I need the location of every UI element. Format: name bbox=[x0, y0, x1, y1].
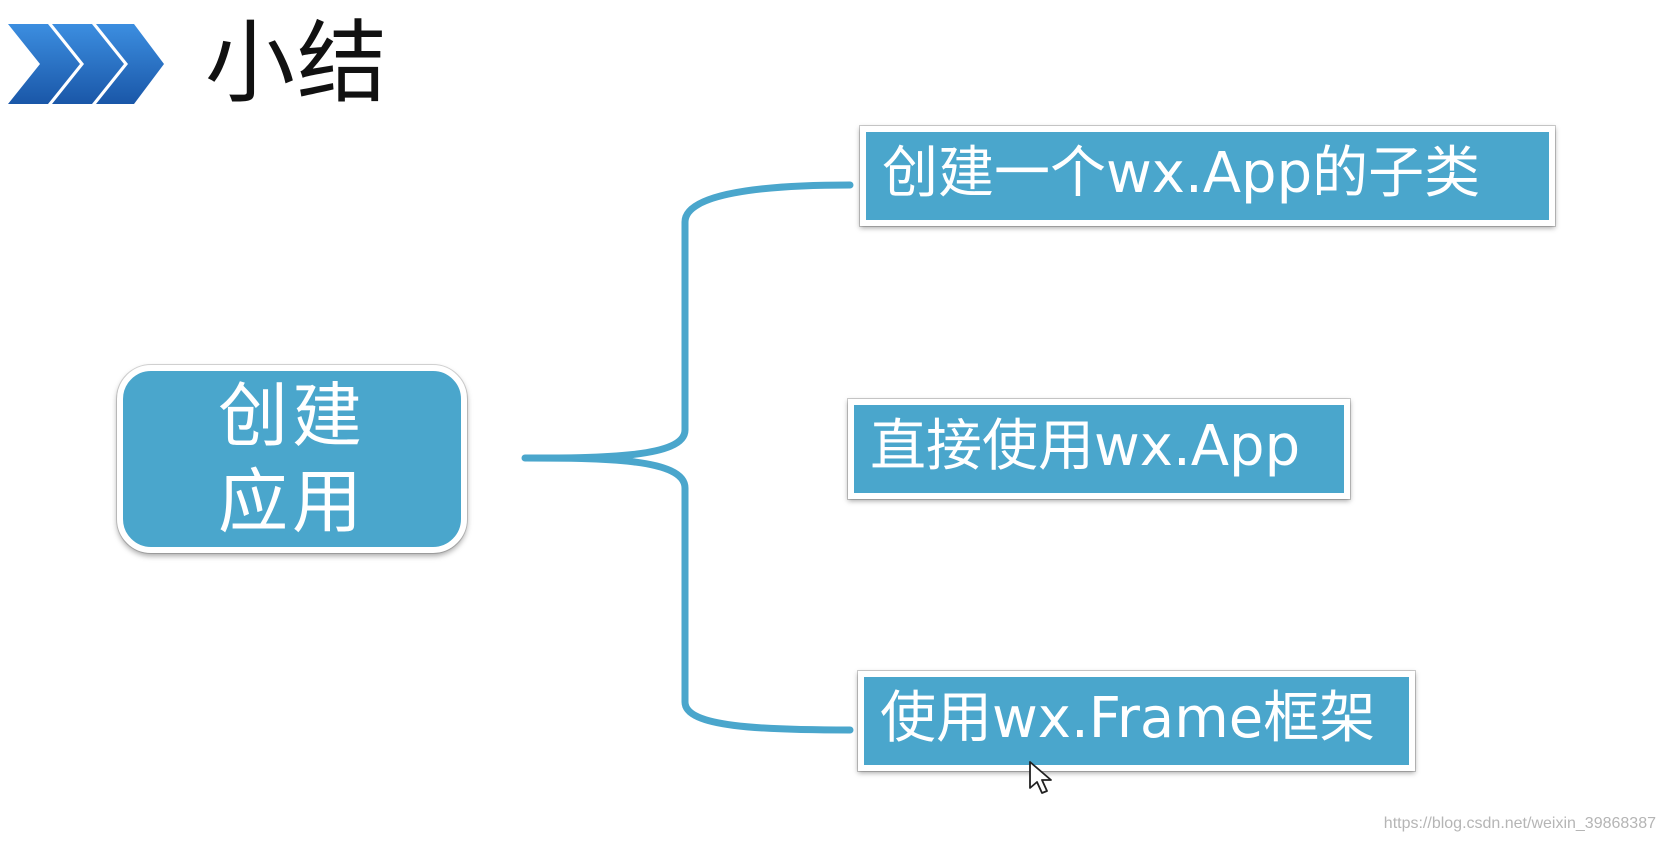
branch-node-use-app-directly: 直接使用wx.App bbox=[848, 399, 1350, 499]
root-node-create-app: 创建 应用 bbox=[117, 365, 467, 553]
branch-node-subclass-app: 创建一个wx.App的子类 bbox=[860, 126, 1555, 226]
watermark-text: https://blog.csdn.net/weixin_39868387 bbox=[1383, 815, 1656, 832]
chevron-1 bbox=[8, 24, 80, 104]
root-node-label-line1: 创建 bbox=[218, 375, 366, 457]
slide-title: 小结 bbox=[205, 11, 389, 116]
chevron-arrows-icon bbox=[8, 24, 164, 104]
root-node-label-line2: 应用 bbox=[218, 461, 366, 543]
chevron-3 bbox=[96, 24, 164, 104]
chevron-2 bbox=[52, 24, 124, 104]
mouse-pointer-icon bbox=[1029, 761, 1052, 794]
brace-line bbox=[521, 181, 854, 734]
branch-node-use-frame: 使用wx.Frame框架 bbox=[858, 671, 1415, 771]
